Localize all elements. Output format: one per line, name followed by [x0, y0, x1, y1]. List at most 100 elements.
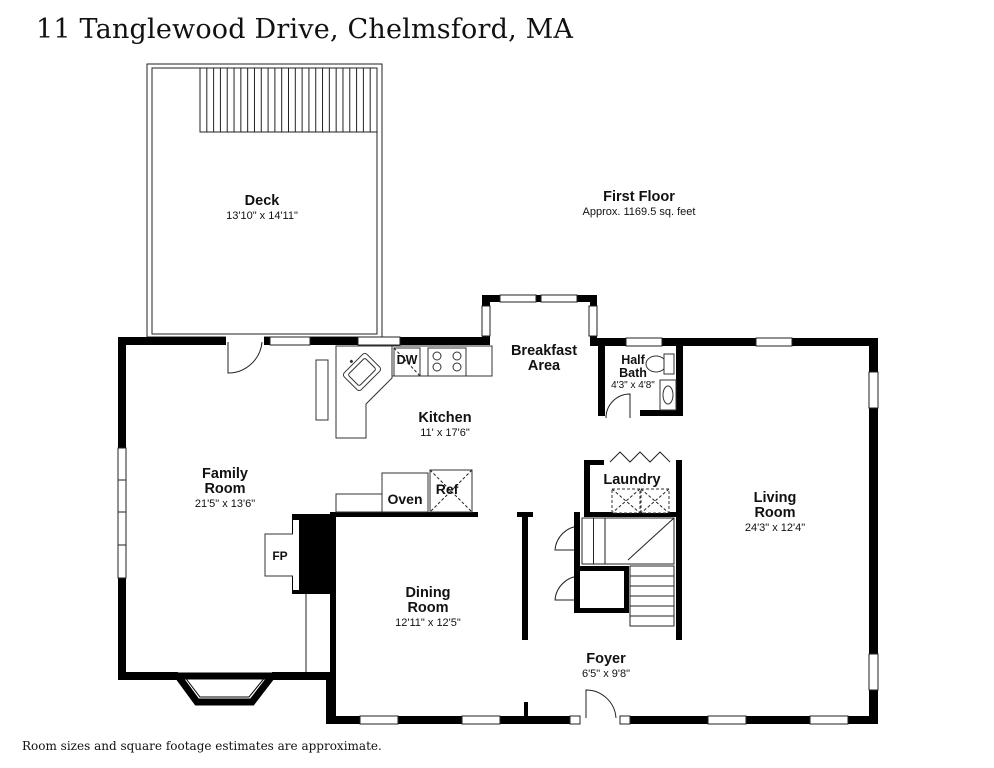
deck-name: Deck	[245, 193, 281, 209]
foyer-name: Foyer	[586, 651, 626, 667]
wall-top-east	[590, 338, 878, 346]
interior-walls	[264, 340, 683, 722]
window-living-bottom-1	[707, 715, 747, 725]
wall-bath-west	[598, 340, 605, 416]
floor-area: Approx. 1169.5 sq. feet	[583, 206, 696, 218]
front-door-opening	[580, 715, 620, 725]
toilet-tank	[663, 353, 675, 375]
window-living-right-2	[868, 653, 879, 691]
foyer-dims: 6'5" x 9'8"	[582, 668, 630, 680]
window-living-top	[755, 337, 793, 347]
floor-name: First Floor	[603, 189, 675, 205]
living-dims: 24'3" x 12'4"	[745, 522, 805, 534]
deck	[146, 63, 383, 338]
dining-dims: 12'11" x 12'5"	[395, 617, 461, 629]
burner-3	[432, 362, 442, 372]
wall-dining-foyer	[522, 512, 528, 640]
wall-dining-foyer-cap	[517, 512, 533, 517]
refrigerator	[429, 469, 473, 513]
living-label-1: Living	[754, 490, 797, 506]
wall-laundry-bottom	[584, 512, 682, 517]
wall-bay-top	[482, 295, 597, 302]
wall-laundry-top-left	[584, 460, 604, 465]
burner-1	[432, 351, 442, 361]
stairs-lower-treads	[630, 575, 674, 617]
oven-label: Oven	[387, 491, 422, 507]
stairs-upper-run	[581, 517, 675, 565]
window-bay-west	[481, 305, 491, 337]
oven	[381, 472, 429, 513]
disclaimer: Room sizes and square footage estimates …	[22, 739, 382, 753]
wall-bath-bottom	[640, 410, 683, 416]
family-bay-window	[171, 672, 280, 706]
half-bath-dims: 4'3" x 4'8"	[611, 380, 655, 391]
stove	[427, 347, 467, 377]
kitchen-fixtures	[315, 345, 493, 513]
fireplace-label: FP	[272, 549, 287, 563]
window-bay-top-2	[540, 294, 578, 303]
wall-stair-west	[574, 512, 580, 612]
kitchen-name: Kitchen	[418, 410, 471, 426]
bath-fixtures	[645, 353, 677, 411]
breakfast-label-2: Area	[528, 358, 561, 374]
deck-door-swing[interactable]	[227, 341, 263, 374]
kitchen-dims: 11' x 17'6"	[420, 427, 470, 439]
stairs	[581, 517, 675, 627]
deck-stair-treads	[206, 68, 371, 132]
dining-label-2: Room	[407, 600, 448, 616]
family-label-2: Room	[204, 481, 245, 497]
front-door-sidelight-2	[619, 715, 631, 725]
bath-door-swing[interactable]	[605, 393, 631, 419]
stairs-break-line	[627, 517, 675, 561]
stairs-upper-treads	[593, 518, 606, 564]
wall-bath-east	[676, 340, 683, 416]
family-dims: 21'5" x 13'6"	[195, 498, 255, 510]
front-door-swing[interactable]	[585, 689, 617, 719]
kitchen-island-edge	[315, 359, 329, 421]
bath-sink-bowl	[662, 385, 674, 405]
wall-stair-inner	[624, 566, 629, 613]
burner-4	[452, 362, 462, 372]
wall-laundry-west	[584, 460, 590, 514]
window-living-right-1	[868, 371, 879, 409]
deck-dims: 13'10" x 14'11"	[226, 210, 298, 222]
family-label-1: Family	[202, 466, 248, 482]
dishwasher-diagonal	[393, 347, 421, 377]
wall-kitchen-dining	[330, 512, 478, 517]
fireplace-opening	[293, 520, 299, 590]
laundry-name: Laundry	[603, 472, 660, 488]
window-living-bottom-2	[809, 715, 849, 725]
wall-family-bottom-west	[118, 672, 178, 680]
window-bath-top	[625, 337, 663, 347]
lower-counter	[335, 493, 387, 513]
toilet-bowl	[645, 355, 667, 373]
window-family-left	[117, 447, 127, 579]
windows	[117, 294, 879, 725]
wall-laundry-living	[676, 460, 682, 640]
half-bath-label-2: Bath	[619, 366, 647, 380]
front-door-sidelight-1	[569, 715, 581, 725]
wall-right	[869, 338, 878, 724]
room-labels: Deck 13'10" x 14'11" First Floor Approx.…	[195, 189, 805, 680]
wall-bath-corner	[598, 410, 604, 416]
wall-stair-mid	[574, 566, 629, 571]
window-dining-bottom-2	[461, 715, 501, 725]
page-title: 11 Tanglewood Drive, Chelmsford, MA	[36, 14, 574, 45]
window-family-top	[269, 336, 311, 346]
wall-family-bottom-east	[272, 672, 334, 680]
burner-2	[452, 351, 462, 361]
window-kitchen-top	[357, 336, 401, 346]
fireplace-hearth	[264, 533, 295, 577]
wall-foyer-stub	[524, 702, 528, 718]
deck-door-opening	[226, 336, 264, 346]
dining-label-1: Dining	[405, 585, 450, 601]
ref-label: Ref	[436, 481, 459, 497]
window-bay-east	[588, 305, 598, 337]
family-bay-inner	[182, 675, 268, 698]
dishwasher-label: DW	[397, 353, 418, 367]
laundry-bifold-door[interactable]	[609, 451, 671, 463]
window-dining-bottom-1	[359, 715, 399, 725]
breakfast-label-1: Breakfast	[511, 343, 577, 359]
window-bay-top-1	[499, 294, 537, 303]
